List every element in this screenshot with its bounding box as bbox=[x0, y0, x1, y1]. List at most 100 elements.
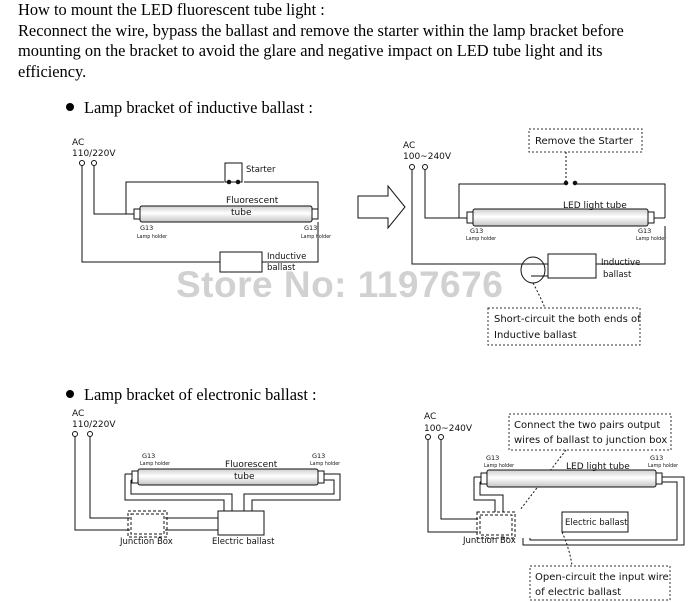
short-circuit-loop bbox=[520, 256, 546, 284]
tube-end-cap bbox=[133, 208, 141, 220]
lamp-holder-label: Lamp holder bbox=[310, 461, 340, 467]
wire bbox=[522, 476, 685, 546]
ballast-label-1: Inductive bbox=[267, 252, 306, 262]
wire bbox=[458, 183, 666, 218]
junction-box bbox=[127, 510, 168, 538]
wire bbox=[251, 473, 341, 511]
starter-pin bbox=[235, 179, 241, 185]
note-line-2: Inductive ballast bbox=[494, 330, 577, 341]
tube-label: LED light tube bbox=[563, 201, 627, 211]
g13-label: G13 bbox=[142, 452, 155, 460]
ballast-label-2: ballast bbox=[267, 263, 296, 273]
inductive-ballast bbox=[219, 251, 263, 273]
g13-label: G13 bbox=[638, 227, 651, 235]
led-tube bbox=[472, 208, 649, 227]
tube-end-cap bbox=[311, 208, 319, 220]
ac-label: AC bbox=[424, 412, 436, 422]
remove-starter-text: Remove the Starter bbox=[535, 136, 634, 147]
ballast-label: Electric ballast bbox=[212, 537, 275, 547]
fluorescent-tube bbox=[139, 205, 313, 223]
electric-ballast bbox=[561, 511, 629, 533]
tube-end-cap bbox=[480, 472, 488, 485]
callout-line-2: wires of ballast to junction box bbox=[514, 435, 667, 446]
g13-label: G13 bbox=[470, 227, 483, 235]
voltage-label: 110/220V bbox=[72, 420, 116, 430]
wire bbox=[81, 166, 220, 263]
junction-box-label: Junction Box bbox=[462, 536, 516, 546]
inductive-ballast bbox=[547, 253, 597, 279]
led-tube bbox=[486, 469, 657, 488]
terminal bbox=[409, 164, 415, 170]
tube-end-cap bbox=[466, 211, 474, 224]
wire bbox=[427, 440, 478, 533]
tube-label-2: tube bbox=[231, 208, 252, 218]
section-inductive-title: Lamp bracket of inductive ballast : bbox=[84, 98, 313, 117]
section-electronic-heading: Lamp bracket of electronic ballast : bbox=[66, 385, 317, 405]
open-contact bbox=[563, 180, 569, 186]
ac-label: AC bbox=[72, 409, 84, 419]
tube-end-cap bbox=[655, 472, 663, 485]
lamp-holder-label: Lamp holder bbox=[301, 234, 331, 240]
junction-box-inner bbox=[130, 513, 165, 535]
instructions-line-1: Reconnect the wire, bypass the ballast a… bbox=[18, 20, 624, 40]
terminal bbox=[438, 434, 444, 440]
wire bbox=[165, 517, 218, 531]
diagram-inductive-after: AC 100~240V Remove the Starter LED light… bbox=[403, 128, 666, 346]
wire bbox=[89, 437, 130, 519]
voltage-label: 100~240V bbox=[424, 424, 473, 434]
note-pointer bbox=[561, 531, 573, 567]
instructions-title: How to mount the LED fluorescent tube li… bbox=[18, 0, 325, 19]
note-line-1: Open-circuit the input wire bbox=[535, 572, 669, 583]
wire bbox=[243, 479, 335, 511]
starter-label: Starter bbox=[246, 165, 276, 175]
bullet-icon bbox=[66, 390, 74, 398]
short-circuit-note bbox=[487, 307, 641, 346]
wire bbox=[424, 170, 473, 219]
tube-label-1: Fluorescent bbox=[226, 196, 279, 206]
lamp-holder-label: Lamp holder bbox=[484, 463, 514, 469]
diagram-electronic-before: AC 110/220V Fluorescent tube G13 Lamp ho… bbox=[72, 409, 341, 547]
terminal bbox=[422, 164, 428, 170]
wire bbox=[74, 437, 130, 531]
tube-label: LED light tube bbox=[566, 462, 630, 472]
voltage-label: 100~240V bbox=[403, 152, 452, 162]
voltage-label: 110/220V bbox=[72, 149, 116, 159]
wire bbox=[93, 166, 140, 215]
ballast-label-2: ballast bbox=[603, 270, 632, 280]
section-inductive-heading: Lamp bracket of inductive ballast : bbox=[66, 98, 313, 118]
junction-box-label: Junction Box bbox=[119, 537, 173, 547]
wire bbox=[125, 181, 319, 214]
g13-label: G13 bbox=[312, 452, 325, 460]
terminal bbox=[72, 431, 78, 437]
terminal bbox=[87, 431, 93, 437]
terminal bbox=[425, 434, 431, 440]
diagram-electronic-after: AC 100~240V Connect the two pairs output… bbox=[424, 412, 685, 601]
lamp-holder-label: Lamp holder bbox=[466, 236, 496, 242]
electric-ballast bbox=[217, 510, 265, 536]
instructions-line-2: mounting on the bracket to avoid the gla… bbox=[18, 41, 603, 60]
remove-starter-callout bbox=[528, 128, 643, 153]
lamp-holder-label: Lamp holder bbox=[636, 236, 666, 242]
connect-outputs-callout bbox=[508, 413, 672, 451]
store-watermark: Store No: 1197676 bbox=[176, 264, 504, 305]
terminal bbox=[91, 160, 97, 166]
ballast-label: Electric ballast bbox=[565, 518, 628, 528]
open-contact bbox=[572, 180, 578, 186]
section-electronic-title: Lamp bracket of electronic ballast : bbox=[84, 385, 317, 404]
lamp-holder-label: Lamp holder bbox=[648, 463, 678, 469]
tube-end-cap bbox=[647, 211, 655, 224]
junction-box-inner bbox=[479, 514, 513, 536]
note-line-1: Short-circuit the both ends of bbox=[494, 314, 641, 325]
tube-label-2: tube bbox=[234, 472, 255, 482]
g13-label: G13 bbox=[486, 454, 499, 462]
wire bbox=[411, 170, 531, 265]
callout-line-1: Connect the two pairs output bbox=[514, 420, 660, 431]
ac-label: AC bbox=[403, 141, 415, 151]
fluorescent-tube bbox=[137, 468, 319, 486]
terminal bbox=[79, 160, 85, 166]
tube-end-cap bbox=[131, 470, 139, 484]
starter bbox=[224, 162, 243, 183]
g13-label: G13 bbox=[650, 454, 663, 462]
diagram-inductive-before: AC 110/220V Fluorescent tube Starter G13… bbox=[72, 138, 331, 273]
